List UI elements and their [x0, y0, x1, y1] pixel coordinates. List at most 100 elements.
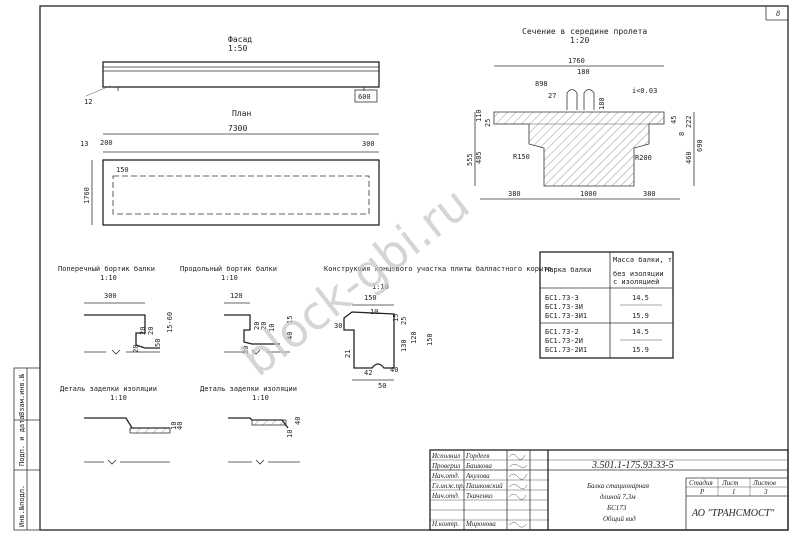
end-section-dim-30: 30: [334, 322, 342, 330]
role-label: Нач.отд.: [431, 492, 460, 500]
end-section-detail: Конструкция концевого участка плиты балл…: [324, 265, 552, 390]
mass-table-mark: БС1.73-3: [545, 294, 579, 302]
end-section-dim-150b: 150: [426, 333, 434, 346]
section-dim-180: 180: [577, 68, 590, 76]
section-title: Сечение в середине пролета: [522, 27, 647, 36]
mass-table-mark: БС1.73-2: [545, 328, 579, 336]
role-label: Гл.инж.пр.: [431, 482, 465, 490]
mass-table-mark: БС1.73-2И: [545, 337, 583, 345]
side-stamp-replace: Взам.инв.№: [18, 373, 26, 416]
side-stamp: Инв.№подл. Подп. и дата Взам.инв.№: [13, 367, 41, 531]
stage-label: Стадия: [689, 479, 713, 487]
mass-table-mark: БС1.73-3И1: [545, 312, 587, 320]
section-dim-r150: R150: [513, 153, 530, 161]
cross-rib-scale: 1:10: [100, 274, 117, 282]
section-dim-r200: R200: [635, 154, 652, 162]
long-rib-title: Продольный бортик балки: [180, 265, 277, 273]
cross-rib-detail: Поперечный бортик балки 1:10 300 20 20 5…: [58, 265, 174, 355]
detail-right-scale: 1:10: [252, 394, 269, 402]
section-dim-1760: 1760: [568, 57, 585, 65]
long-rib-dim-20a: 20: [253, 322, 261, 330]
section-dim-slope: i<0.03: [632, 87, 657, 95]
plan-dim-150: 150: [116, 166, 129, 174]
description-line: БС173: [606, 504, 627, 512]
person-name: Акулова: [465, 472, 490, 480]
long-rib-dim-40: 40: [286, 332, 294, 340]
section-dim-460: 460: [685, 151, 693, 164]
description-line: Балка стационарная: [586, 482, 649, 490]
cross-rib-title: Поперечный бортик балки: [58, 265, 155, 273]
section-dim-380a: 380: [508, 190, 521, 198]
mass-table-value-without: 14.5: [632, 294, 649, 302]
detail-right-dim-40: 40: [294, 417, 302, 425]
section-dim-1000: 1000: [580, 190, 597, 198]
end-section-dim-25: 25: [400, 317, 408, 325]
person-name: Миронова: [465, 520, 496, 528]
mass-table-value-with: 15.9: [632, 312, 649, 320]
person-name: Башкова: [465, 462, 492, 470]
plan-dim-width: 1760: [83, 187, 91, 204]
end-section-dim-40: 40: [390, 366, 398, 374]
cross-rib-dim-20b: 20: [147, 327, 155, 335]
plan-title: План: [232, 109, 251, 118]
detail-left-scale: 1:10: [110, 394, 127, 402]
mass-table-header-without: без изоляции: [613, 270, 664, 278]
cross-rib-dim-15-60: 15-60: [166, 312, 174, 333]
sheet-value: 1: [732, 488, 736, 496]
long-rib-dim-20b: 20: [260, 322, 268, 330]
detail-left-title: Деталь заделки изоляции: [60, 385, 157, 393]
facade-dim-12: 12: [84, 98, 92, 106]
sheets-label: Листов: [752, 479, 776, 487]
cross-rib-dim-20c: 20: [132, 345, 140, 353]
section-dim-898: 898: [535, 80, 548, 88]
side-stamp-sign: Подп. и дата: [18, 415, 26, 466]
end-section-dim-130: 130: [400, 339, 408, 352]
watermark: block-gbi.ru: [232, 176, 480, 386]
detail-left-dim-10: 10: [170, 422, 178, 430]
end-section-title: Конструкция концевого участка плиты балл…: [324, 265, 552, 273]
detail-right-dim-10: 10: [286, 430, 294, 438]
detail-right-title: Деталь заделки изоляции: [200, 385, 297, 393]
description-line: длиной 7,3м: [600, 493, 636, 501]
role-label: Исполнил: [431, 452, 460, 460]
section-dim-380b: 380: [643, 190, 656, 198]
plan-view: План 7300 13 200 300 150 1760: [80, 109, 380, 226]
section-dim-8: 8: [678, 132, 686, 136]
signatures: [508, 453, 528, 528]
facade-dim-600: 600: [358, 93, 371, 101]
end-section-dim-120: 120: [410, 331, 418, 344]
sheets-value: 3: [763, 488, 768, 496]
section-scale: 1:20: [570, 36, 589, 45]
end-section-dim-42: 42: [364, 369, 372, 377]
sheet-label: Лист: [721, 479, 738, 487]
long-rib-dim-120: 120: [230, 292, 243, 300]
cross-rib-dim-300: 300: [104, 292, 117, 300]
long-rib-detail: Продольный бортик балки 1:10 120 20 20 1…: [180, 265, 294, 355]
sheet-frame: [39, 5, 789, 531]
long-rib-scale: 1:10: [221, 274, 238, 282]
description-line: Общий вид: [603, 515, 636, 523]
plan-dim-300: 300: [362, 140, 375, 148]
sheet-number: 8: [776, 9, 780, 18]
section-dim-27: 27: [548, 92, 556, 100]
end-section-dim-21: 21: [344, 350, 352, 358]
cross-rib-dim-20a: 20: [139, 327, 147, 335]
person-name: Ткаченко: [466, 492, 493, 500]
mass-table: Марка балки Масса балки, т без изоляции …: [539, 251, 674, 359]
end-section-scale: 1:10: [372, 283, 389, 291]
section-dim-555: 555: [466, 153, 474, 166]
facade-scale: 1:50: [228, 44, 247, 53]
company-name: АО "ТРАНСМОСТ": [691, 508, 775, 519]
role-label: Нач.отд.: [431, 472, 460, 480]
facade-view: Фасад 1:50 12 600: [84, 35, 380, 106]
section-dim-45: 45: [670, 116, 678, 124]
role-label: Н.контр.: [431, 520, 459, 528]
mass-table-value-without: 14.5: [632, 328, 649, 336]
facade-title: Фасад: [228, 35, 252, 44]
mass-table-mark: БС1.73-3И: [545, 303, 583, 311]
section-dim-25: 25: [484, 119, 492, 127]
mass-table-mark: БС1.73-2И1: [545, 346, 587, 354]
mass-table-header-with: с изоляцией: [613, 278, 659, 286]
mass-table-value-with: 15.9: [632, 346, 649, 354]
